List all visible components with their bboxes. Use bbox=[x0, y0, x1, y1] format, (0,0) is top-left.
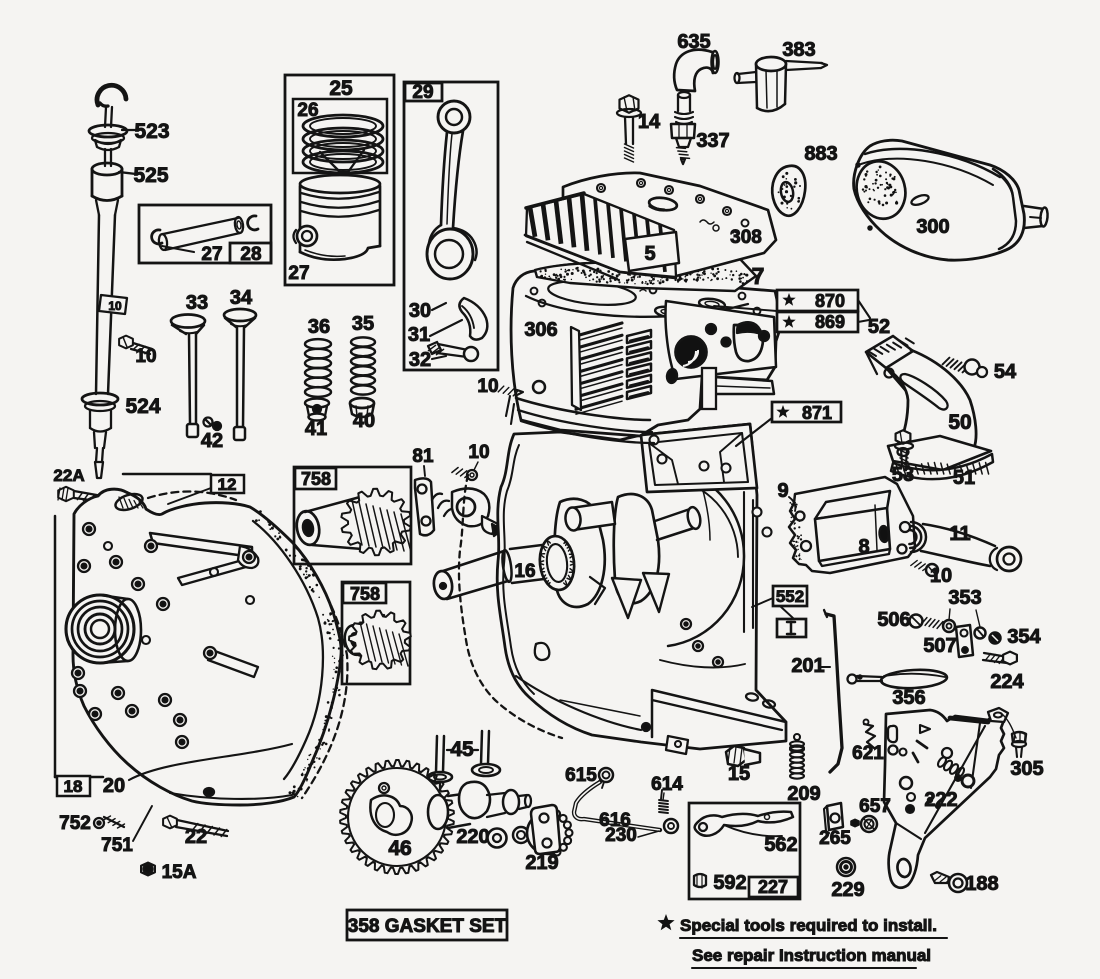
svg-text:See repair Instruction manual: See repair Instruction manual bbox=[692, 946, 931, 965]
svg-text:27: 27 bbox=[201, 244, 222, 265]
svg-text:22A: 22A bbox=[53, 466, 84, 485]
svg-text:10: 10 bbox=[108, 299, 122, 313]
svg-text:34: 34 bbox=[230, 287, 253, 309]
svg-text:25: 25 bbox=[329, 77, 353, 100]
svg-text:12: 12 bbox=[218, 475, 237, 494]
svg-text:81: 81 bbox=[412, 446, 434, 467]
svg-text:32: 32 bbox=[409, 349, 431, 371]
svg-text:507: 507 bbox=[923, 635, 956, 657]
svg-text:751: 751 bbox=[101, 835, 133, 856]
svg-text:758: 758 bbox=[350, 584, 380, 604]
svg-text:201: 201 bbox=[791, 655, 824, 677]
svg-text:222: 222 bbox=[924, 789, 957, 811]
svg-text:5: 5 bbox=[644, 243, 655, 265]
svg-text:871: 871 bbox=[802, 403, 832, 423]
svg-text:Special tools required to inst: Special tools required to install. bbox=[680, 916, 937, 935]
svg-text:53: 53 bbox=[892, 464, 914, 486]
svg-text:383: 383 bbox=[782, 39, 815, 61]
svg-text:883: 883 bbox=[804, 143, 837, 165]
svg-text:752: 752 bbox=[59, 813, 91, 834]
svg-text:22: 22 bbox=[185, 826, 207, 848]
svg-text:40: 40 bbox=[353, 410, 375, 432]
svg-text:869: 869 bbox=[815, 312, 845, 332]
svg-text:50: 50 bbox=[948, 411, 971, 434]
svg-text:15: 15 bbox=[728, 763, 750, 785]
svg-text:524: 524 bbox=[125, 395, 160, 418]
svg-text:758: 758 bbox=[301, 469, 331, 489]
svg-text:28: 28 bbox=[240, 244, 261, 265]
svg-text:33: 33 bbox=[186, 292, 208, 314]
svg-text:188: 188 bbox=[965, 873, 998, 895]
svg-text:30: 30 bbox=[409, 300, 431, 322]
svg-text:14: 14 bbox=[638, 111, 661, 133]
svg-text:552: 552 bbox=[776, 587, 804, 606]
svg-text:615: 615 bbox=[565, 765, 597, 786]
svg-text:506: 506 bbox=[877, 609, 910, 631]
svg-text:42: 42 bbox=[201, 430, 223, 452]
svg-text:10: 10 bbox=[930, 565, 952, 587]
svg-text:52: 52 bbox=[868, 316, 890, 338]
svg-text:219: 219 bbox=[525, 852, 558, 874]
svg-text:592: 592 bbox=[713, 872, 746, 894]
svg-text:45: 45 bbox=[450, 738, 474, 761]
svg-text:18: 18 bbox=[64, 777, 83, 796]
svg-text:26: 26 bbox=[297, 100, 318, 121]
svg-text:10: 10 bbox=[468, 442, 489, 463]
svg-text:15A: 15A bbox=[162, 862, 197, 883]
svg-text:35: 35 bbox=[352, 313, 374, 335]
svg-text:353: 353 bbox=[948, 587, 981, 609]
svg-text:305: 305 bbox=[1010, 758, 1043, 780]
svg-text:41: 41 bbox=[305, 418, 327, 440]
svg-text:229: 229 bbox=[831, 879, 864, 901]
svg-text:8: 8 bbox=[858, 536, 869, 558]
svg-text:525: 525 bbox=[133, 164, 168, 187]
svg-text:31: 31 bbox=[408, 324, 430, 346]
svg-text:9: 9 bbox=[777, 480, 788, 502]
svg-text:16: 16 bbox=[514, 561, 535, 582]
svg-text:230: 230 bbox=[605, 825, 637, 846]
svg-text:657: 657 bbox=[859, 796, 891, 817]
svg-text:356: 356 bbox=[892, 687, 925, 709]
svg-text:354: 354 bbox=[1007, 626, 1041, 648]
svg-text:54: 54 bbox=[994, 361, 1017, 383]
svg-text:523: 523 bbox=[134, 120, 169, 143]
svg-text:51: 51 bbox=[953, 467, 975, 489]
svg-text:337: 337 bbox=[696, 130, 729, 152]
svg-text:36: 36 bbox=[308, 316, 330, 338]
svg-text:10: 10 bbox=[477, 376, 498, 397]
svg-text:209: 209 bbox=[787, 783, 820, 805]
svg-text:10: 10 bbox=[135, 346, 156, 367]
svg-text:20: 20 bbox=[103, 775, 125, 797]
svg-text:29: 29 bbox=[412, 82, 433, 103]
svg-text:224: 224 bbox=[990, 671, 1024, 693]
svg-text:227: 227 bbox=[758, 877, 788, 897]
svg-text:300: 300 bbox=[916, 216, 949, 238]
svg-text:46: 46 bbox=[388, 837, 411, 860]
svg-text:308: 308 bbox=[730, 227, 762, 248]
svg-text:635: 635 bbox=[677, 31, 710, 53]
svg-text:220: 220 bbox=[456, 826, 489, 848]
svg-text:306: 306 bbox=[524, 319, 557, 341]
svg-text:614: 614 bbox=[651, 774, 683, 795]
svg-text:265: 265 bbox=[819, 828, 851, 849]
svg-text:7: 7 bbox=[752, 263, 765, 289]
svg-text:621: 621 bbox=[852, 743, 884, 764]
svg-text:616: 616 bbox=[599, 810, 631, 831]
svg-text:870: 870 bbox=[815, 291, 845, 311]
svg-text:11: 11 bbox=[949, 523, 970, 545]
svg-text:358 GASKET SET: 358 GASKET SET bbox=[348, 916, 507, 937]
svg-text:562: 562 bbox=[764, 834, 797, 856]
svg-text:27: 27 bbox=[288, 263, 309, 284]
